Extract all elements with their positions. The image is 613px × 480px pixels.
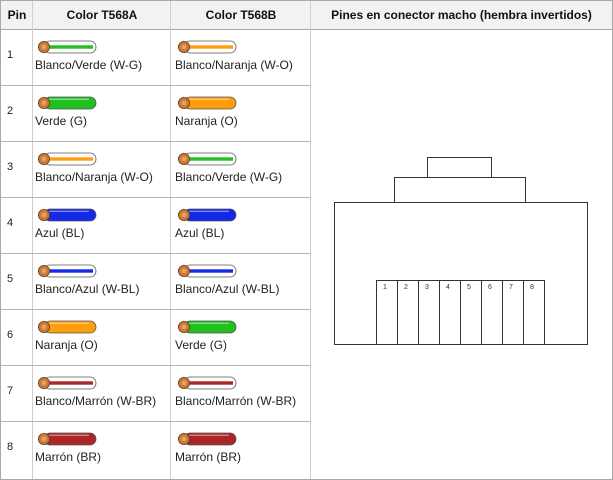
t568a-wire: Blanco/Azul (W-BL): [35, 254, 175, 309]
wire-color-label: Blanco/Naranja (W-O): [175, 58, 293, 72]
t568b-wire: Azul (BL): [175, 198, 315, 253]
pin-number: 7: [7, 385, 14, 397]
wire-color-label: Azul (BL): [35, 226, 85, 240]
wire-color-label: Blanco/Verde (W-G): [35, 58, 143, 72]
pin-number: 2: [7, 105, 14, 117]
connector-pin: 4: [439, 280, 461, 345]
connector-pin-number: 2: [404, 284, 408, 291]
wire-icon: [178, 96, 237, 110]
connector-pin-number: 7: [509, 284, 513, 291]
wire-icon: [178, 264, 237, 278]
column-divider: [310, 1, 311, 479]
connector-pin-number: 6: [488, 284, 492, 291]
column-divider: [32, 1, 33, 479]
wire-icon: [38, 152, 97, 166]
header-connector: Pines en conector macho (hembra invertid…: [331, 8, 592, 22]
pin-number: 8: [7, 441, 14, 453]
t568b-wire: Marrón (BR): [175, 422, 315, 477]
t568a-wire: Azul (BL): [35, 198, 175, 253]
wire-icon: [38, 376, 97, 390]
wire-icon: [38, 40, 97, 54]
pin-number: 3: [7, 161, 14, 173]
connector-pin: 2: [397, 280, 419, 345]
table-header: Pin Color T568A Color T568B Pines en con…: [1, 1, 612, 30]
connector-pin: 1: [376, 280, 398, 345]
connector-pin-number: 8: [530, 284, 534, 291]
wire-color-label: Blanco/Marrón (W-BR): [35, 394, 157, 408]
pin-number: 4: [7, 217, 14, 229]
wire-color-label: Verde (G): [175, 338, 228, 352]
connector-pin-number: 3: [425, 284, 429, 291]
t568b-wire: Blanco/Naranja (W-O): [175, 30, 315, 85]
t568b-wire: Blanco/Marrón (W-BR): [175, 366, 315, 421]
header-t568b: Color T568B: [205, 8, 277, 22]
wire-icon: [178, 320, 237, 334]
connector-pin-number: 1: [383, 284, 387, 291]
t568a-wire: Blanco/Marrón (W-BR): [35, 366, 175, 421]
wire-icon: [178, 208, 237, 222]
pin-number: 5: [7, 273, 14, 285]
header-pin: Pin: [7, 8, 27, 22]
wire-icon: [178, 152, 237, 166]
connector-pin: 5: [460, 280, 482, 345]
t568b-wire: Verde (G): [175, 310, 315, 365]
t568a-wire: Blanco/Naranja (W-O): [35, 142, 175, 197]
wire-icon: [178, 40, 237, 54]
wire-icon: [38, 96, 97, 110]
wire-icon: [178, 432, 237, 446]
wire-color-label: Verde (G): [35, 114, 88, 128]
t568b-wire: Blanco/Verde (W-G): [175, 142, 315, 197]
t568a-wire: Verde (G): [35, 86, 175, 141]
wire-icon: [38, 208, 97, 222]
wire-color-label: Marrón (BR): [175, 450, 242, 464]
wire-color-label: Marrón (BR): [35, 450, 102, 464]
t568b-wire: Naranja (O): [175, 86, 315, 141]
t568a-wire: Marrón (BR): [35, 422, 175, 477]
connector-pin: 8: [523, 280, 545, 345]
wire-color-label: Blanco/Naranja (W-O): [35, 170, 153, 184]
connector-pin: 6: [481, 280, 503, 345]
t568b-wire: Blanco/Azul (W-BL): [175, 254, 315, 309]
wire-icon: [38, 432, 97, 446]
t568a-wire: Naranja (O): [35, 310, 175, 365]
wire-color-label: Blanco/Azul (W-BL): [35, 282, 140, 296]
header-t568a: Color T568A: [66, 8, 138, 22]
t568a-wire: Blanco/Verde (W-G): [35, 30, 175, 85]
wire-color-label: Blanco/Azul (W-BL): [175, 282, 280, 296]
pin-number: 1: [7, 49, 14, 61]
wire-color-label: Naranja (O): [35, 338, 98, 352]
wire-icon: [38, 264, 97, 278]
wire-color-label: Blanco/Verde (W-G): [175, 170, 283, 184]
connector-pin-number: 4: [446, 284, 450, 291]
connector-pin-number: 5: [467, 284, 471, 291]
wire-icon: [178, 376, 237, 390]
column-divider: [170, 1, 171, 479]
connector-pin: 3: [418, 280, 440, 345]
wire-color-label: Naranja (O): [175, 114, 238, 128]
wire-color-label: Blanco/Marrón (W-BR): [175, 394, 297, 408]
connector-pin: 7: [502, 280, 524, 345]
pin-number: 6: [7, 329, 14, 341]
wire-color-label: Azul (BL): [175, 226, 225, 240]
wire-icon: [38, 320, 97, 334]
